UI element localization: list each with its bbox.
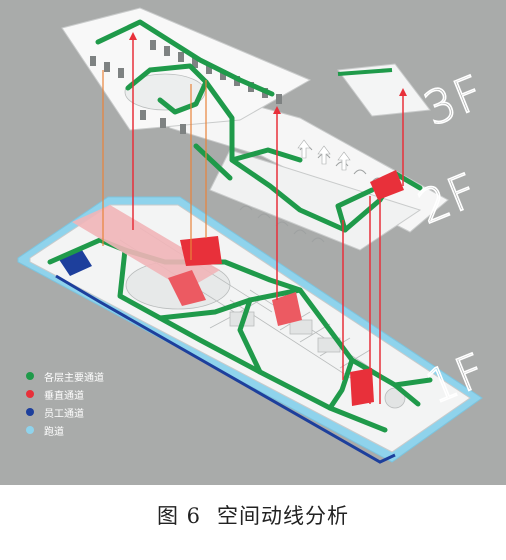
rooftop-stair-path <box>337 68 393 76</box>
floor-2f-right-wing <box>209 149 422 251</box>
floor-plan-drawing <box>17 7 483 464</box>
legend-item-vertical: 垂直通道 <box>26 385 104 403</box>
staff-corridor <box>55 274 396 464</box>
floor-2f-vertical <box>370 170 404 200</box>
axonometric-figure: 3F 2F 1F 各层主要通道 垂直通道 员工通道 跑道 <box>0 0 506 485</box>
legend: 各层主要通道 垂直通道 员工通道 跑道 <box>26 367 104 439</box>
figure-title: 空间动线分析 <box>217 504 350 528</box>
figure-number: 图 6 <box>156 504 202 528</box>
legend-item-main-path: 各层主要通道 <box>26 367 104 385</box>
rooftop-stair <box>337 63 431 117</box>
connector-arrowheads <box>129 32 407 114</box>
floor-2f-arrows <box>297 139 351 171</box>
legend-label: 各层主要通道 <box>44 372 104 384</box>
legend-dot-red <box>26 390 34 398</box>
legend-label: 员工通道 <box>44 408 84 420</box>
legend-dot-light-blue <box>26 426 34 434</box>
legend-label: 垂直通道 <box>44 390 84 402</box>
legend-item-track: 跑道 <box>26 421 104 439</box>
figure-caption: 图 6 空间动线分析 <box>0 500 506 530</box>
legend-dot-blue <box>26 408 34 416</box>
legend-label: 跑道 <box>44 426 64 438</box>
floor-3f-slab <box>61 7 312 131</box>
legend-dot-green <box>26 372 34 380</box>
elevator-connectors <box>102 70 207 260</box>
floor-3f-atrium <box>124 73 206 111</box>
vertical-connectors <box>132 36 404 404</box>
legend-item-staff: 员工通道 <box>26 403 104 421</box>
